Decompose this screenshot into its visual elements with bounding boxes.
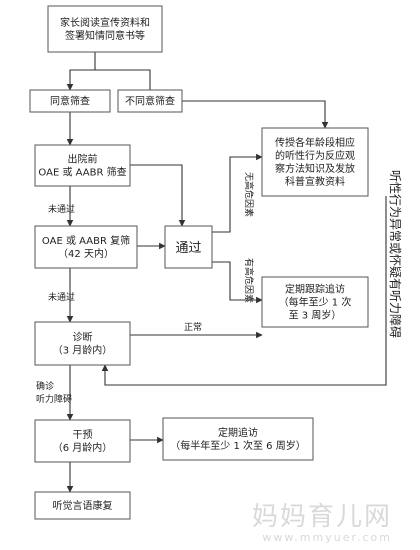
node-text-line: 科普宣教资料	[285, 175, 345, 188]
edges	[66, 52, 387, 493]
node-box	[164, 225, 213, 269]
node-text-line: 至 3 周岁）	[289, 309, 342, 322]
node-text-line: 出院前	[68, 153, 98, 166]
edge-pass-to-education	[212, 153, 263, 233]
node-text-line: 察方法知识及发放	[275, 162, 355, 175]
node-box	[261, 276, 369, 328]
label-not-passed-2: 未通过	[48, 291, 75, 303]
node-text-line: （42 天内）	[58, 247, 114, 260]
watermark-text: 妈妈育儿网	[252, 502, 392, 532]
watermark-url: www.mmyuer.com	[262, 531, 392, 544]
node-text-line: 家长阅读宣传资料和	[60, 16, 150, 29]
edge-labels: 未通过 未通过 正常 确诊 听力障碍 无高危因素 有高危因素 听性行为异常或怀疑…	[36, 170, 403, 405]
edge-consent-to-agree	[66, 52, 96, 91]
node-text-line: 通过	[175, 241, 201, 256]
node-text-line: 定期跟踪追访	[285, 283, 345, 296]
edge-predischarge-to-pass	[130, 164, 186, 227]
edge-refuse-to-education	[182, 100, 329, 129]
node-box	[34, 225, 138, 269]
node-box	[29, 89, 111, 113]
node-text-line: 传授各年龄段相应	[275, 136, 355, 149]
node-text-line: OAE 或 AABR 复筛	[42, 234, 130, 247]
node-passed: 通过	[164, 225, 213, 269]
node-box	[117, 89, 183, 113]
node-text-line: 干预	[73, 429, 93, 441]
node-box	[34, 491, 131, 520]
node-text-line: 不同意筛查	[125, 95, 175, 108]
node-box	[261, 127, 369, 197]
node-box	[162, 417, 314, 461]
edge-pass-to-followup	[212, 261, 263, 304]
node-regular-revisit: 定期追访（每半年至少 1 次至 6 周岁）	[162, 417, 314, 461]
node-intervention: 干预（6 月龄内）	[34, 419, 131, 463]
label-confirmed-2: 听力障碍	[36, 393, 72, 405]
label-confirmed-1: 确诊	[36, 380, 54, 392]
label-no-risk: 无高危因素	[243, 172, 255, 217]
node-text-line: 签署知情同意书等	[65, 29, 145, 42]
node-text-line: （每半年至少 1 次至 6 周岁）	[170, 439, 305, 452]
label-side-note: 听性行为异常或怀疑有听力障碍	[388, 170, 403, 338]
node-refuse-screening: 不同意筛查	[117, 89, 183, 113]
label-normal: 正常	[184, 321, 202, 333]
node-text-line: 的听性行为反应观	[275, 149, 355, 162]
node-box	[34, 321, 131, 366]
edge-education-to-diagnosis	[101, 196, 387, 386]
node-rescreening: OAE 或 AABR 复筛（42 天内）	[34, 225, 138, 269]
node-text-line: （每年至少 1 次	[279, 296, 352, 309]
label-has-risk: 有高危因素	[243, 258, 255, 303]
node-text-line: 听觉言语康复	[53, 499, 113, 512]
node-text-line: 诊断	[73, 331, 93, 344]
node-box	[34, 144, 131, 187]
node-text-line: （3 月龄内）	[53, 344, 113, 357]
node-text-line: 同意筛查	[50, 95, 90, 108]
node-text-line: OAE 或 AABR 筛查	[38, 166, 126, 179]
node-agree-screening: 同意筛查	[29, 89, 111, 113]
node-auditory-rehab: 听觉言语康复	[34, 491, 131, 520]
label-not-passed-1: 未通过	[48, 203, 75, 215]
node-text-line: （6 月龄内）	[53, 441, 113, 454]
node-text-line: 定期追访	[218, 426, 258, 439]
node-box	[34, 419, 131, 463]
node-box	[47, 5, 163, 53]
node-diagnosis: 诊断（3 月龄内）	[34, 321, 131, 366]
edge-consent-to-refuse	[95, 69, 151, 90]
watermark: 妈妈育儿网 www.mmyuer.com	[252, 502, 392, 544]
node-followup: 定期跟踪追访（每年至少 1 次至 3 周岁）	[261, 276, 369, 328]
